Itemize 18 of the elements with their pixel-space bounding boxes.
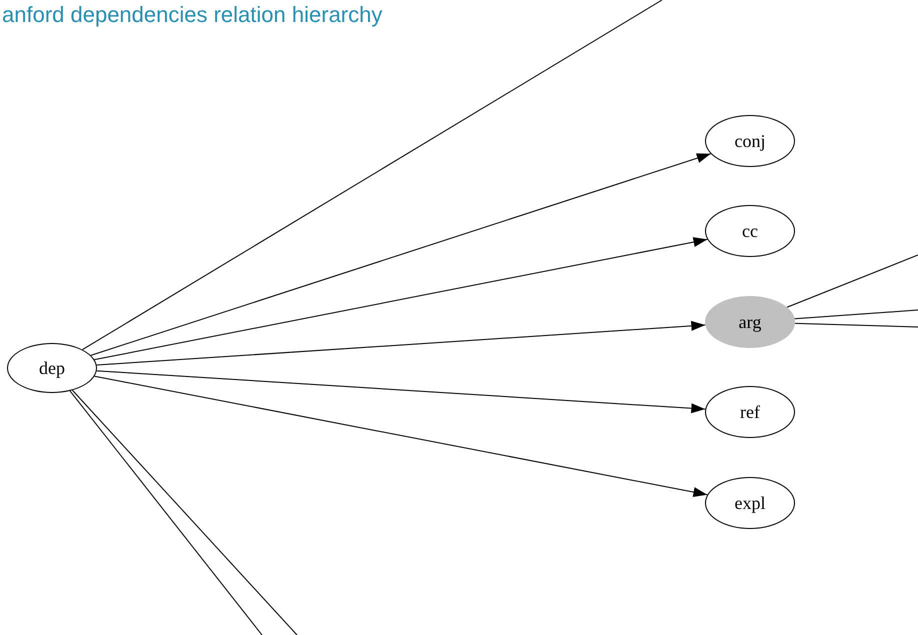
ellipse-node: dep (7, 343, 97, 393)
connector-line (786, 254, 918, 308)
arrow (90, 153, 712, 356)
arrow (94, 237, 708, 360)
connector-line (794, 310, 918, 320)
ellipse-node: ref (705, 386, 795, 438)
ellipse-node: arg (705, 296, 795, 348)
ellipse-node: conj (705, 115, 795, 167)
arrow (94, 376, 708, 497)
diagram-title: anford dependencies relation hierarchy (2, 2, 382, 28)
ellipse-node: cc (705, 205, 795, 257)
connector-line (70, 390, 262, 635)
connector-line (794, 322, 918, 328)
arrow (96, 370, 706, 414)
connector-line (82, 0, 662, 350)
connector-line (72, 390, 298, 635)
ellipse-node: expl (705, 477, 795, 529)
arrow (96, 320, 706, 366)
